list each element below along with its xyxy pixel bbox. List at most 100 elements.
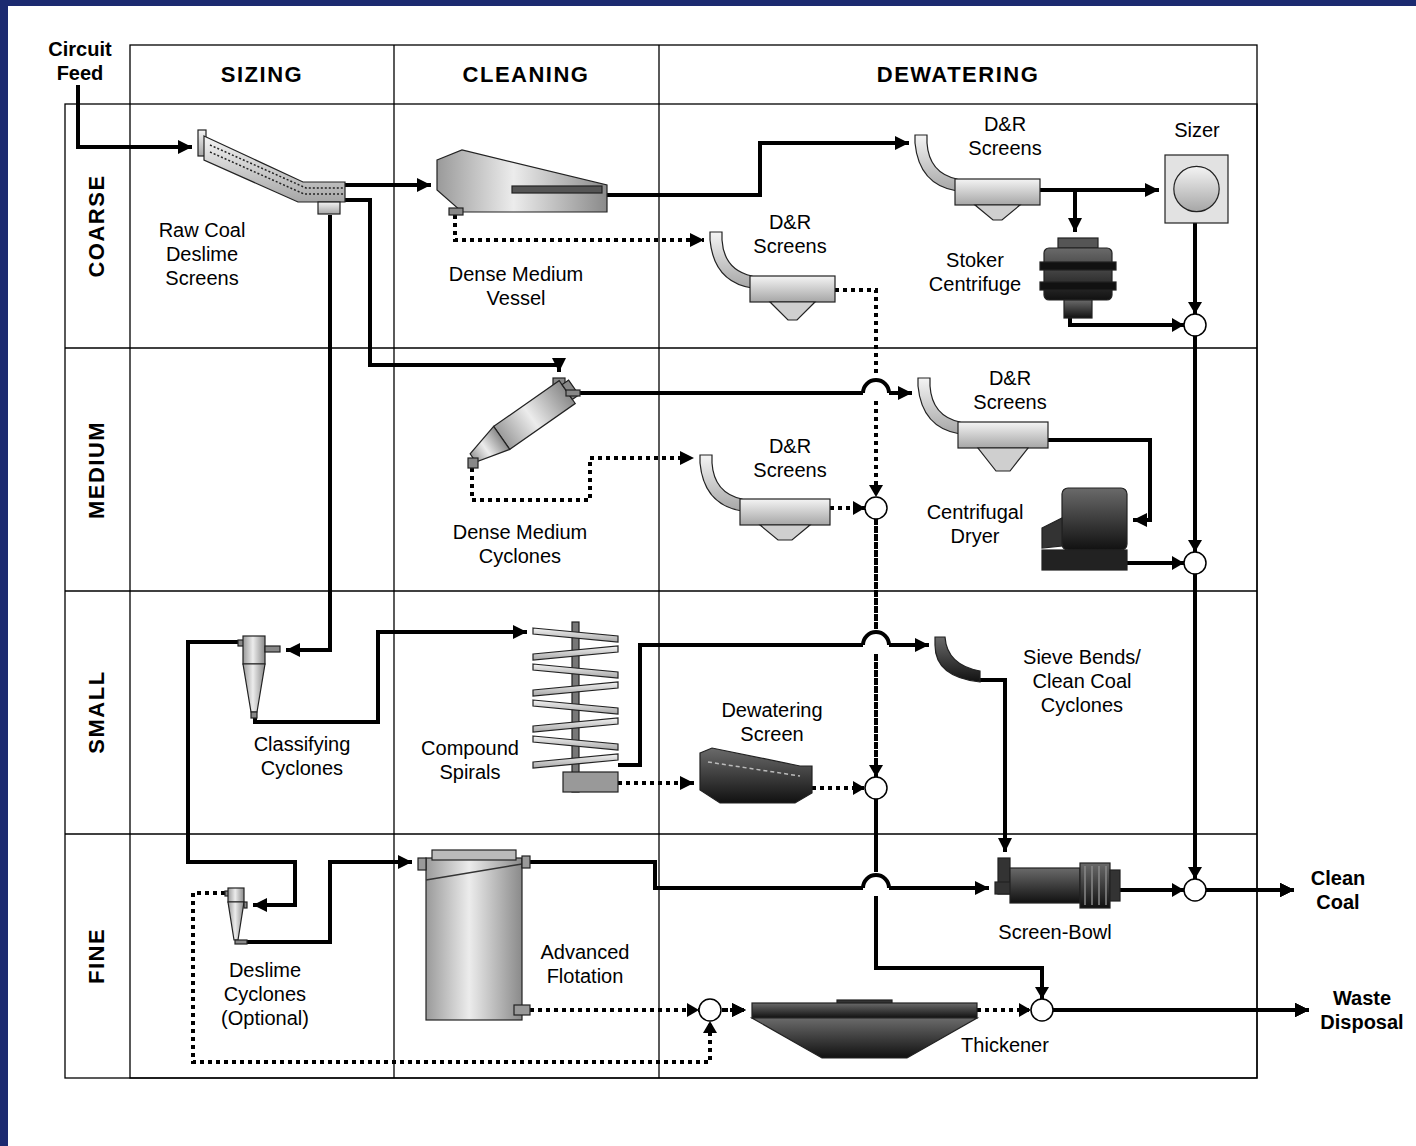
arrowhead	[1172, 556, 1184, 570]
equipment-label: Waste Disposal	[1315, 986, 1409, 1034]
equipment-label: D&R Screens	[965, 366, 1055, 414]
vessel-unit: Dense Medium Vessel	[436, 150, 607, 310]
node-text: Dense Medium Cyclones	[440, 520, 600, 568]
page-ground	[8, 6, 1416, 1146]
junction-circle	[865, 777, 887, 799]
equipment-icon	[225, 888, 247, 948]
equipment-label: D&R Screens	[960, 112, 1050, 160]
icon-part	[740, 499, 830, 525]
icon-part	[512, 186, 602, 193]
icon-part	[533, 664, 618, 678]
screen-unit: Dewatering Screen	[700, 698, 828, 803]
equipment-label: Thickener	[950, 1033, 1060, 1057]
product-line	[345, 200, 559, 372]
thickener-unit: Thickener	[752, 1000, 1060, 1062]
junction-arrowheads	[687, 302, 1202, 1033]
column-heading: CLEANING	[463, 62, 590, 88]
cyclone-unit: Classifying Cyclones	[238, 632, 362, 780]
icon-part	[700, 748, 812, 803]
product-line	[247, 862, 412, 942]
icon-part	[533, 628, 618, 642]
terminal-label: Clean Coal	[1300, 866, 1376, 914]
icon-part	[449, 208, 463, 215]
icon-part	[915, 135, 957, 191]
equipment-icon	[198, 130, 345, 215]
icon-detail	[1091, 866, 1093, 905]
icon-part	[437, 150, 607, 212]
crossing-gap	[863, 872, 889, 896]
crossing-hump	[863, 875, 889, 888]
node-text: D&R Screens	[960, 112, 1050, 160]
icon-part	[533, 754, 618, 768]
icon-part	[1044, 248, 1112, 300]
icon-detail	[426, 864, 522, 880]
icon-detail	[708, 762, 800, 776]
icon-part	[918, 378, 960, 434]
icon-part	[1058, 238, 1098, 248]
junction-circle	[1184, 879, 1206, 901]
equipment-label: Raw Coal Deslime Screens	[146, 218, 258, 290]
icon-part	[1110, 870, 1120, 901]
icon-part	[1062, 488, 1127, 550]
cyclone-unit: Deslime Cyclones (Optional)	[215, 888, 315, 1030]
equipment-icon	[418, 850, 530, 1020]
grid-line	[393, 45, 394, 1078]
screen-unit: D&R Screens	[915, 112, 1050, 220]
equipment-icon	[437, 150, 607, 215]
arrowhead	[1172, 318, 1184, 332]
icon-part	[752, 1003, 977, 1018]
refuse-line	[812, 788, 1309, 1010]
node-text: Classifying Cyclones	[242, 732, 362, 780]
icon-detail	[210, 152, 343, 194]
icon-part	[710, 232, 752, 288]
row-heading: COARSE	[84, 174, 110, 277]
icon-part	[752, 1018, 977, 1058]
icon-part	[770, 302, 815, 320]
equipment-label: Dense Medium Cyclones	[440, 520, 600, 568]
equipment-icon	[700, 748, 812, 803]
icon-part	[1080, 863, 1110, 908]
node-text: Raw Coal Deslime Screens	[146, 218, 258, 290]
junction-circle	[1184, 314, 1206, 336]
icon-part	[1174, 166, 1219, 211]
icon-part	[750, 276, 835, 302]
product-line	[255, 632, 527, 722]
sizer-unit: Sizer	[1157, 118, 1237, 223]
icon-detail	[1098, 866, 1100, 905]
arrowhead	[1188, 540, 1202, 552]
product-line	[78, 85, 192, 147]
product-line	[618, 645, 929, 765]
dryer-unit: Centrifugal Dryer	[918, 488, 1128, 570]
row-heading: SMALL	[84, 670, 110, 753]
icon-part	[1042, 550, 1127, 570]
product-line	[1195, 223, 1294, 890]
arrowhead	[1019, 1003, 1031, 1017]
node-text: D&R Screens	[745, 210, 835, 258]
product-line	[1120, 888, 1294, 892]
flotation-unit: Advanced Flotation	[418, 850, 635, 1020]
arrowhead	[853, 781, 865, 795]
crossing-gap	[863, 629, 889, 653]
junction-circle	[1184, 552, 1206, 574]
junction-circle	[1031, 999, 1053, 1021]
cyclone-body	[465, 376, 582, 469]
node-text: D&R Screens	[965, 366, 1055, 414]
crossing-hump	[863, 632, 889, 645]
node-text: Compound Spirals	[415, 736, 525, 784]
node-text: Waste Disposal	[1315, 986, 1409, 1034]
icon-part	[494, 381, 576, 450]
grid-line	[65, 347, 1257, 348]
icon-part	[468, 458, 478, 468]
icon-part	[533, 700, 618, 714]
equipment-icon	[752, 1000, 977, 1062]
cyclone-unit: Dense Medium Cyclones	[440, 378, 600, 568]
arrowhead	[869, 765, 883, 777]
screen-unit: D&R Screens	[710, 210, 835, 320]
equipment-icon	[1040, 238, 1116, 318]
product-line	[530, 862, 989, 888]
equipment-label: Dewatering Screen	[716, 698, 828, 746]
grid-line	[65, 833, 1257, 834]
arrowhead	[853, 501, 865, 515]
node-text: Clean Coal	[1300, 866, 1376, 914]
